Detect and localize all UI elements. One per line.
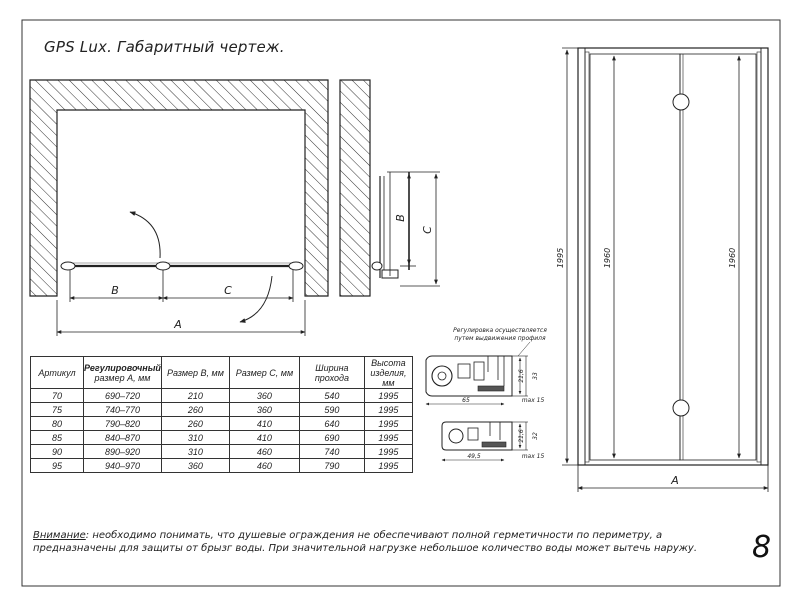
cell-article: 80 [30, 416, 84, 431]
center-hinge [155, 261, 171, 271]
front-width-label: A [670, 474, 679, 487]
dim-label-b: B [111, 284, 119, 297]
side-view: B C [371, 171, 440, 287]
cell-size-b: 310 [160, 444, 230, 459]
header-size-c: Размер С, мм [228, 356, 300, 389]
cell-passage: 590 [298, 402, 365, 417]
cell-size-c: 460 [228, 444, 300, 459]
cell-height: 1995 [363, 402, 413, 417]
cell-size-b: 260 [160, 416, 230, 431]
drawing-title: GPS Lux. Габаритный чертеж. [44, 38, 285, 56]
sheet-border [21, 19, 781, 587]
cell-adjust: 790–820 [83, 416, 162, 431]
side-wall [339, 79, 371, 297]
cell-article: 70 [30, 388, 84, 403]
header-size-b: Размер В, мм [160, 356, 230, 389]
cell-height: 1995 [363, 444, 413, 459]
dim-label-c: C [224, 284, 232, 297]
left-hinge [60, 261, 76, 271]
cell-passage: 640 [298, 416, 365, 431]
cell-size-b: 360 [160, 458, 230, 473]
cell-size-b: 210 [160, 388, 230, 403]
cell-article: 75 [30, 402, 84, 417]
table-row: 90 890–920 310 460 740 1995 [30, 444, 413, 459]
profile-top: 21,6 33 65 max 15 [425, 355, 545, 406]
header-article: Артикул [30, 356, 84, 389]
cell-height: 1995 [363, 458, 413, 473]
warning-text: : необходимо понимать, что душевые ограж… [33, 530, 697, 554]
cell-article: 90 [30, 444, 84, 459]
plan-view: B C A [29, 79, 371, 336]
table-row: 95 940–970 360 460 790 1995 [30, 458, 413, 473]
warning-lead: Внимание [33, 530, 86, 541]
table-row: 70 690–720 210 360 540 1995 [30, 388, 413, 403]
profile-bottom-dim2: 32 [532, 432, 539, 440]
front-hinge-top [672, 93, 690, 111]
cell-article: 85 [30, 430, 84, 445]
cell-passage: 740 [298, 444, 365, 459]
profile-bottom: 21,6 32 49,5 max 15 [441, 421, 545, 462]
profile-top-dim2: 33 [532, 372, 539, 380]
front-view: 1995 1960 1960 A [556, 47, 769, 492]
profile-bottom-width: 49,5 [467, 453, 481, 460]
cell-adjust: 840–870 [83, 430, 162, 445]
table-row: 80 790–820 260 410 640 1995 [30, 416, 413, 431]
cell-height: 1995 [363, 416, 413, 431]
front-total-height-label: 1995 [556, 248, 565, 268]
cell-size-c: 410 [228, 416, 300, 431]
side-dim-label-c: C [421, 226, 434, 234]
cell-passage: 540 [298, 388, 365, 403]
right-hinge [288, 261, 304, 271]
profile-detail: Регулировка осуществляется путем выдвиже… [425, 327, 547, 462]
table-row: 85 840–870 310 410 690 1995 [30, 430, 413, 445]
profile-bottom-max: max 15 [522, 453, 545, 460]
plan-wall [29, 79, 329, 297]
swing-arc-left [129, 211, 161, 259]
profile-caption-line1: Регулировка осуществляется [453, 327, 547, 334]
warning-note: Внимание: необходимо понимать, что душев… [33, 529, 723, 555]
cell-size-c: 360 [228, 402, 300, 417]
cell-adjust: 690–720 [83, 388, 162, 403]
cell-adjust: 890–920 [83, 444, 162, 459]
dim-label-a: A [173, 318, 182, 331]
side-dim-label-b: B [394, 214, 407, 222]
cell-size-c: 410 [228, 430, 300, 445]
cell-passage: 690 [298, 430, 365, 445]
table-row: 75 740–770 260 360 590 1995 [30, 402, 413, 417]
cell-article: 95 [30, 458, 84, 473]
cell-adjust: 740–770 [83, 402, 162, 417]
cell-adjust: 940–970 [83, 458, 162, 473]
front-hinge-bottom [672, 399, 690, 417]
cell-size-c: 460 [228, 458, 300, 473]
profile-bottom-dim1: 21,6 [518, 429, 525, 443]
profile-caption-line2: путем выдвижения профиля [454, 335, 546, 342]
cell-height: 1995 [363, 430, 413, 445]
page-number: 8 [752, 530, 772, 565]
profile-top-max: max 15 [522, 397, 545, 404]
front-inner-height-left-label: 1960 [603, 248, 612, 268]
swing-arc-right [239, 275, 273, 323]
cell-size-b: 260 [160, 402, 230, 417]
profile-top-dim1: 21,6 [518, 369, 525, 383]
cell-passage: 790 [298, 458, 365, 473]
cell-size-b: 310 [160, 430, 230, 445]
front-inner-height-right-label: 1960 [728, 248, 737, 268]
cell-height: 1995 [363, 388, 413, 403]
cell-size-c: 360 [228, 388, 300, 403]
profile-top-width: 65 [462, 397, 470, 404]
door-panel-right [679, 53, 757, 461]
